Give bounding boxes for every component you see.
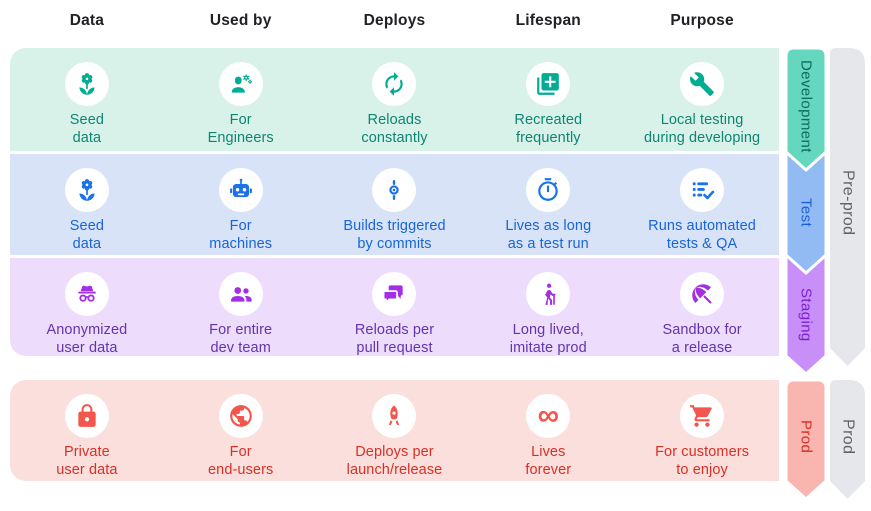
ribbon-label-prod: Prod xyxy=(797,420,815,454)
ribbon-label-development: Development xyxy=(797,59,815,153)
cell-label: Runs automated tests & QA xyxy=(648,218,756,252)
ribbon-label-test: Test xyxy=(797,197,815,228)
engineer-icon xyxy=(218,62,263,106)
cell-label: Seed data xyxy=(69,218,105,252)
team-icon xyxy=(218,272,263,316)
cell-development-purpose: Local testing during developing xyxy=(625,48,779,151)
cell-development-used-by: For Engineers xyxy=(164,48,318,151)
cell-staging-lifespan: Long lived, imitate prod xyxy=(471,258,625,356)
lock-icon xyxy=(64,394,109,438)
row-development: Seed data For Engineers Reloads constant… xyxy=(10,48,779,151)
row-prod: Private user data For end-users Deploys … xyxy=(10,380,779,481)
cell-prod-deploys: Deploys per launch/release xyxy=(318,380,472,481)
cell-test-deploys: Builds triggered by commits xyxy=(318,154,472,255)
cell-prod-used-by: For end-users xyxy=(164,380,318,481)
column-header-lifespan: Lifespan xyxy=(515,12,581,29)
cell-test-used-by: For machines xyxy=(164,154,318,255)
cell-label: Reloads constantly xyxy=(361,112,428,146)
cell-prod-lifespan: ∞ Lives forever xyxy=(471,380,625,481)
pre-prod-ribbon-shape xyxy=(830,48,865,366)
cell-development-lifespan: Recreated frequently xyxy=(471,48,625,151)
cell-label: Lives as long as a test run xyxy=(505,218,592,252)
cell-label: Lives forever xyxy=(525,444,572,478)
chat-icon xyxy=(372,272,417,316)
cell-label: For customers to enjoy xyxy=(655,444,750,478)
globe-icon xyxy=(218,394,263,438)
cell-staging-purpose: Sandbox for a release xyxy=(625,258,779,356)
cell-label: Builds triggered by commits xyxy=(343,218,446,252)
cell-label: For end-users xyxy=(208,444,274,478)
stopwatch-icon xyxy=(526,168,571,212)
infinity-glyph: ∞ xyxy=(537,399,559,432)
cell-label: Private user data xyxy=(56,444,118,478)
cell-test-purpose: Runs automated tests & QA xyxy=(625,154,779,255)
cell-test-data: Seed data xyxy=(10,154,164,255)
column-header-deploys: Deploys xyxy=(363,12,426,29)
cell-staging-data: Anonymized user data xyxy=(10,258,164,356)
cell-label: Long lived, imitate prod xyxy=(509,322,587,356)
cell-label: Seed data xyxy=(69,112,105,146)
cell-development-deploys: Reloads constantly xyxy=(318,48,472,151)
infinity-icon: ∞ xyxy=(526,394,571,438)
cell-test-lifespan: Lives as long as a test run xyxy=(471,154,625,255)
group-ribbon-column xyxy=(830,48,865,499)
refresh-icon xyxy=(372,62,417,106)
hiker-icon xyxy=(526,272,571,316)
cell-label: Deploys per launch/release xyxy=(346,444,443,478)
ribbon-label-prod-group: Prod xyxy=(839,419,857,455)
cell-label: Reloads per pull request xyxy=(354,322,435,356)
ribbon-label-staging: Staging xyxy=(797,288,815,342)
cell-label: For Engineers xyxy=(207,112,274,146)
column-header-row: Data Used by Deploys Lifespan Purpose xyxy=(10,12,779,30)
prod-group-ribbon-shape xyxy=(830,380,865,499)
cell-label: Recreated frequently xyxy=(514,112,583,146)
cart-icon xyxy=(680,394,725,438)
environment-ribbon-column xyxy=(786,48,826,501)
add-copy-icon xyxy=(526,62,571,106)
incognito-icon xyxy=(64,272,109,316)
row-test: Seed data For machines Builds triggered … xyxy=(10,154,779,255)
cell-label: Anonymized user data xyxy=(46,322,128,356)
rocket-icon xyxy=(372,394,417,438)
cell-staging-deploys: Reloads per pull request xyxy=(318,258,472,356)
row-staging: Anonymized user data For entire dev team… xyxy=(10,258,779,356)
cell-label: For machines xyxy=(209,218,273,252)
seed-icon xyxy=(64,168,109,212)
checklist-icon xyxy=(680,168,725,212)
cell-development-data: Seed data xyxy=(10,48,164,151)
column-header-data: Data xyxy=(69,12,105,29)
wrench-icon xyxy=(680,62,725,106)
cell-label: Sandbox for a release xyxy=(662,322,742,356)
ribbon-label-pre-prod: Pre-prod xyxy=(839,170,857,236)
seed-icon xyxy=(64,62,109,106)
cell-staging-used-by: For entire dev team xyxy=(164,258,318,356)
commit-icon xyxy=(372,168,417,212)
cell-label: For entire dev team xyxy=(209,322,273,356)
cell-prod-data: Private user data xyxy=(10,380,164,481)
umbrella-icon xyxy=(680,272,725,316)
column-header-used-by: Used by xyxy=(209,12,272,29)
robot-icon xyxy=(218,168,263,212)
column-header-purpose: Purpose xyxy=(670,12,734,29)
cell-prod-purpose: For customers to enjoy xyxy=(625,380,779,481)
cell-label: Local testing during developing xyxy=(643,112,761,146)
